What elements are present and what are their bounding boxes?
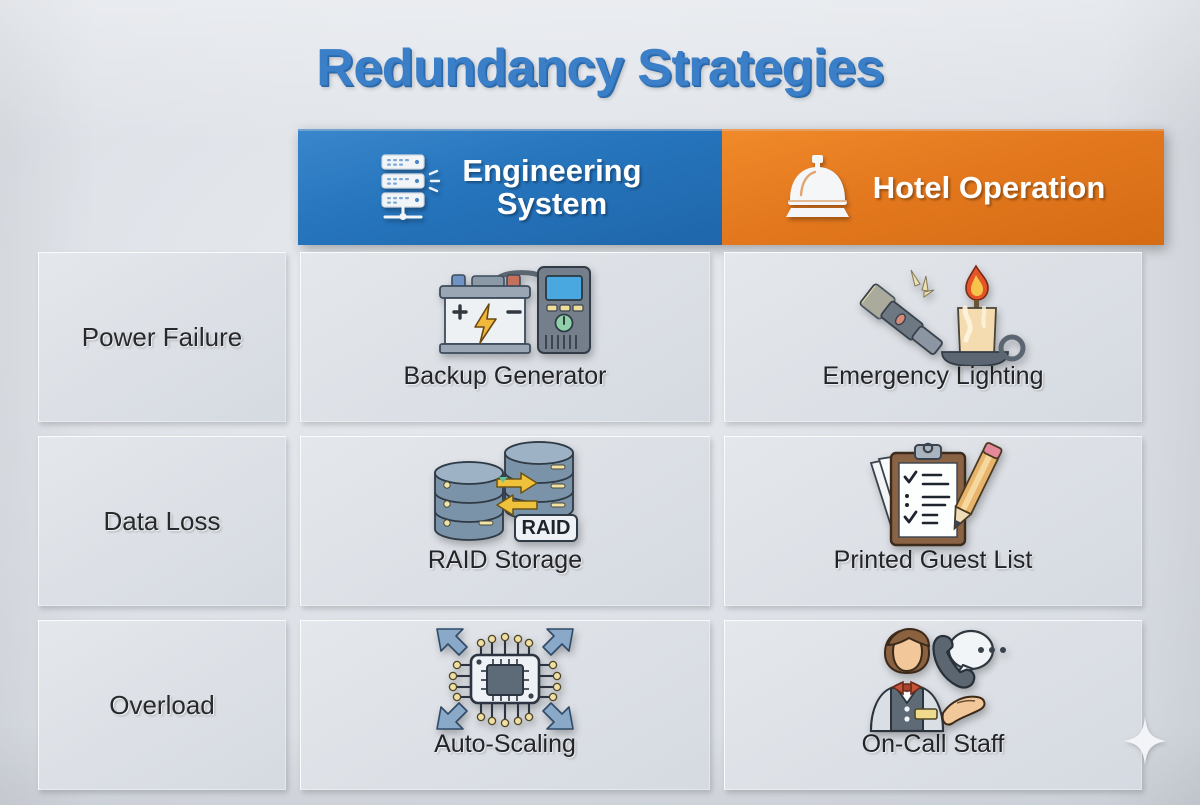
cell-caption: Auto-Scaling <box>434 730 576 758</box>
page-title: Redundancy Strategies <box>316 39 884 97</box>
raid-badge-text: RAID <box>522 517 571 539</box>
row-label-power-failure: Power Failure <box>38 252 286 422</box>
table-row: Data Loss <box>38 436 1156 606</box>
server-rack-icon <box>378 150 444 227</box>
clipboard-pencil-icon <box>853 440 1013 550</box>
column-header-hotel: Hotel Operation <box>722 129 1164 245</box>
cpu-chip-arrows-icon <box>429 624 581 734</box>
cell-caption: Printed Guest List <box>833 546 1033 574</box>
cell-caption: On-Call Staff <box>861 730 1005 758</box>
column-headers: Engineering System Hotel Operation <box>298 129 1164 245</box>
column-header-hotel-label: Hotel Operation <box>872 169 1106 205</box>
cell-caption: Backup Generator <box>403 362 607 390</box>
table-row: Power Failure <box>38 252 1156 422</box>
cell-engineering-data-loss: RAID RAID Storage <box>300 436 710 606</box>
cell-caption: Emergency Lighting <box>822 362 1044 390</box>
raid-disks-icon: RAID <box>421 440 589 550</box>
row-label-text: Power Failure <box>81 321 243 352</box>
cell-engineering-power-failure: Backup Generator <box>300 252 710 422</box>
comparison-grid: Power Failure <box>38 252 1156 790</box>
service-bell-icon <box>781 150 855 227</box>
cell-hotel-power-failure: Emergency Lighting <box>724 252 1142 422</box>
row-label-overload: Overload <box>38 620 286 790</box>
concierge-phone-icon <box>843 624 1023 734</box>
cell-hotel-overload: On-Call Staff <box>724 620 1142 790</box>
table-row: Overload <box>38 620 1156 790</box>
battery-generator-icon <box>410 256 600 366</box>
flashlight-candle-icon <box>838 256 1028 366</box>
cell-hotel-data-loss: Printed Guest List <box>724 436 1142 606</box>
column-header-engineering: Engineering System <box>298 129 722 245</box>
row-label-text: Overload <box>109 689 215 720</box>
row-label-text: Data Loss <box>103 505 221 536</box>
cell-engineering-overload: Auto-Scaling <box>300 620 710 790</box>
column-header-engineering-label: Engineering System <box>462 153 642 221</box>
row-label-data-loss: Data Loss <box>38 436 286 606</box>
cell-caption: RAID Storage <box>427 546 583 574</box>
